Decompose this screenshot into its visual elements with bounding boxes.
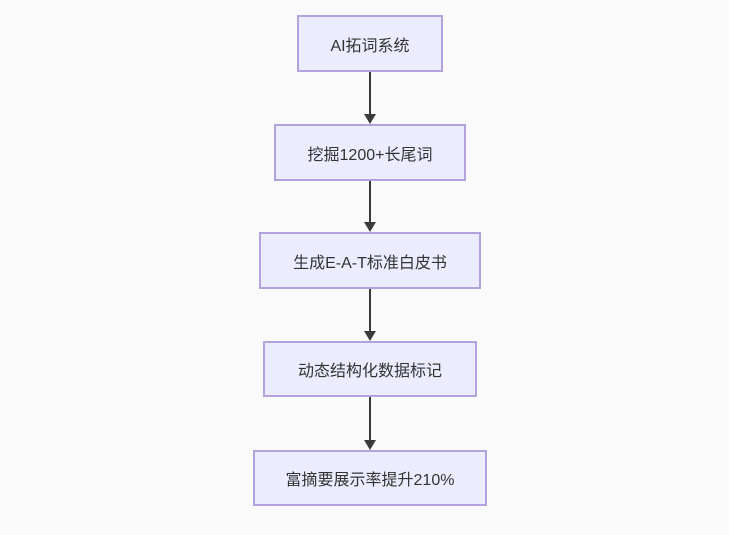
arrowhead-icon [364,114,376,124]
flow-node-ai-keyword-system: AI拓词系统 [297,15,443,72]
arrow-shaft [369,181,371,225]
arrow-down-icon [363,289,377,341]
arrow-down-icon [363,397,377,450]
flow-node-structured-data-markup: 动态结构化数据标记 [263,341,477,397]
flow-node-eat-whitepaper: 生成E-A-T标准白皮书 [259,232,481,289]
flow-node-label: AI拓词系统 [330,37,410,55]
flow-node-label: 生成E-A-T标准白皮书 [293,254,447,272]
arrowhead-icon [364,222,376,232]
flow-node-label: 动态结构化数据标记 [297,363,442,380]
arrow-shaft [369,72,371,117]
arrow-down-icon [363,181,377,232]
arrowhead-icon [364,331,376,341]
flow-node-rich-snippet-result: 富摘要展示率提升210% [253,450,487,506]
arrow-shaft [369,397,371,443]
flow-node-label: 挖掘1200+长尾词 [307,146,433,164]
flow-node-longtail-mining: 挖掘1200+长尾词 [274,124,466,181]
flow-node-label: 富摘要展示率提升210% [285,472,455,489]
arrow-down-icon [363,72,377,124]
arrow-shaft [369,289,371,334]
arrowhead-icon [364,440,376,450]
